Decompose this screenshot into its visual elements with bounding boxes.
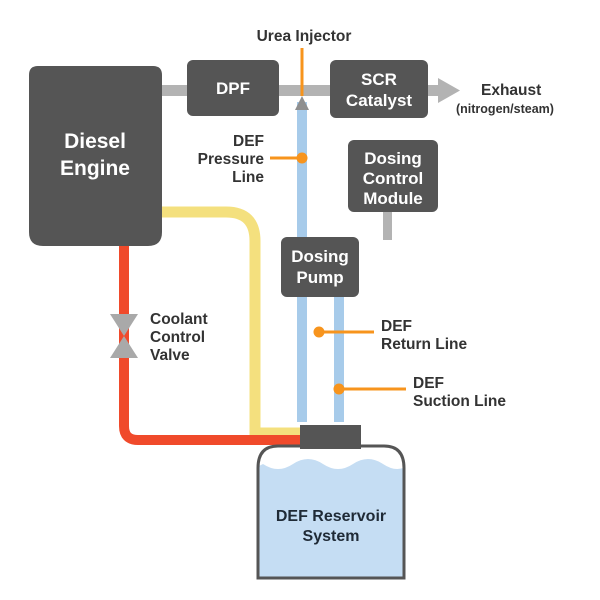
dosing-control-module-line1: Dosing bbox=[364, 149, 422, 168]
def-pressure-line-label-1: DEF bbox=[233, 133, 264, 150]
callout-def-pressure-line bbox=[270, 152, 308, 164]
callout-def-suction-line bbox=[333, 383, 406, 395]
callout-def-return-line bbox=[313, 326, 374, 338]
urea-injector-label: Urea Injector bbox=[257, 28, 352, 45]
engine-label-line1: Diesel bbox=[64, 130, 126, 153]
engine-label-line2: Engine bbox=[60, 157, 130, 180]
reservoir-cap bbox=[300, 425, 361, 449]
dosing-pump-line2: Pump bbox=[296, 268, 343, 287]
dosing-pump-box bbox=[281, 237, 359, 297]
exhaust-label-line1: Exhaust bbox=[481, 82, 541, 99]
def-pressure-line-label-2: Pressure bbox=[198, 151, 265, 168]
scr-label-line1: SCR bbox=[361, 70, 397, 89]
def-return-line-label-1: DEF bbox=[381, 318, 412, 335]
dpf-box bbox=[187, 60, 279, 116]
dosing-pump-line1: Dosing bbox=[291, 247, 349, 266]
exhaust-label-line2: (nitrogen/steam) bbox=[456, 102, 554, 116]
coolant-return-line bbox=[152, 206, 305, 439]
reservoir-label-line2: System bbox=[303, 528, 360, 545]
exhaust-pipe bbox=[160, 78, 460, 103]
coolant-supply-line bbox=[119, 240, 305, 445]
coolant-valve-label-2: Control bbox=[150, 329, 205, 346]
scr-catalyst-box bbox=[330, 60, 428, 118]
urea-injector-icon bbox=[295, 96, 309, 110]
dosing-control-module-line2: Control bbox=[363, 169, 423, 188]
reservoir-label-line1: DEF Reservoir bbox=[276, 508, 386, 525]
def-reservoir bbox=[256, 425, 406, 580]
def-suction-line-label-2: Suction Line bbox=[413, 393, 506, 410]
coolant-valve-label-3: Valve bbox=[150, 347, 190, 364]
dosing-control-module-box bbox=[348, 140, 438, 212]
def-pressure-line-label-3: Line bbox=[232, 169, 264, 186]
def-suction-line bbox=[334, 295, 344, 422]
scr-label-line2: Catalyst bbox=[346, 91, 412, 110]
def-suction-line-label-1: DEF bbox=[413, 375, 444, 392]
def-return-line-label-2: Return Line bbox=[381, 336, 467, 353]
coolant-valve-label-1: Coolant bbox=[150, 311, 208, 328]
diesel-engine bbox=[29, 66, 162, 246]
dpf-label: DPF bbox=[216, 79, 250, 98]
coolant-control-valve-icon bbox=[110, 314, 138, 358]
dosing-control-module-line3: Module bbox=[363, 189, 423, 208]
control-module-link bbox=[383, 210, 392, 240]
